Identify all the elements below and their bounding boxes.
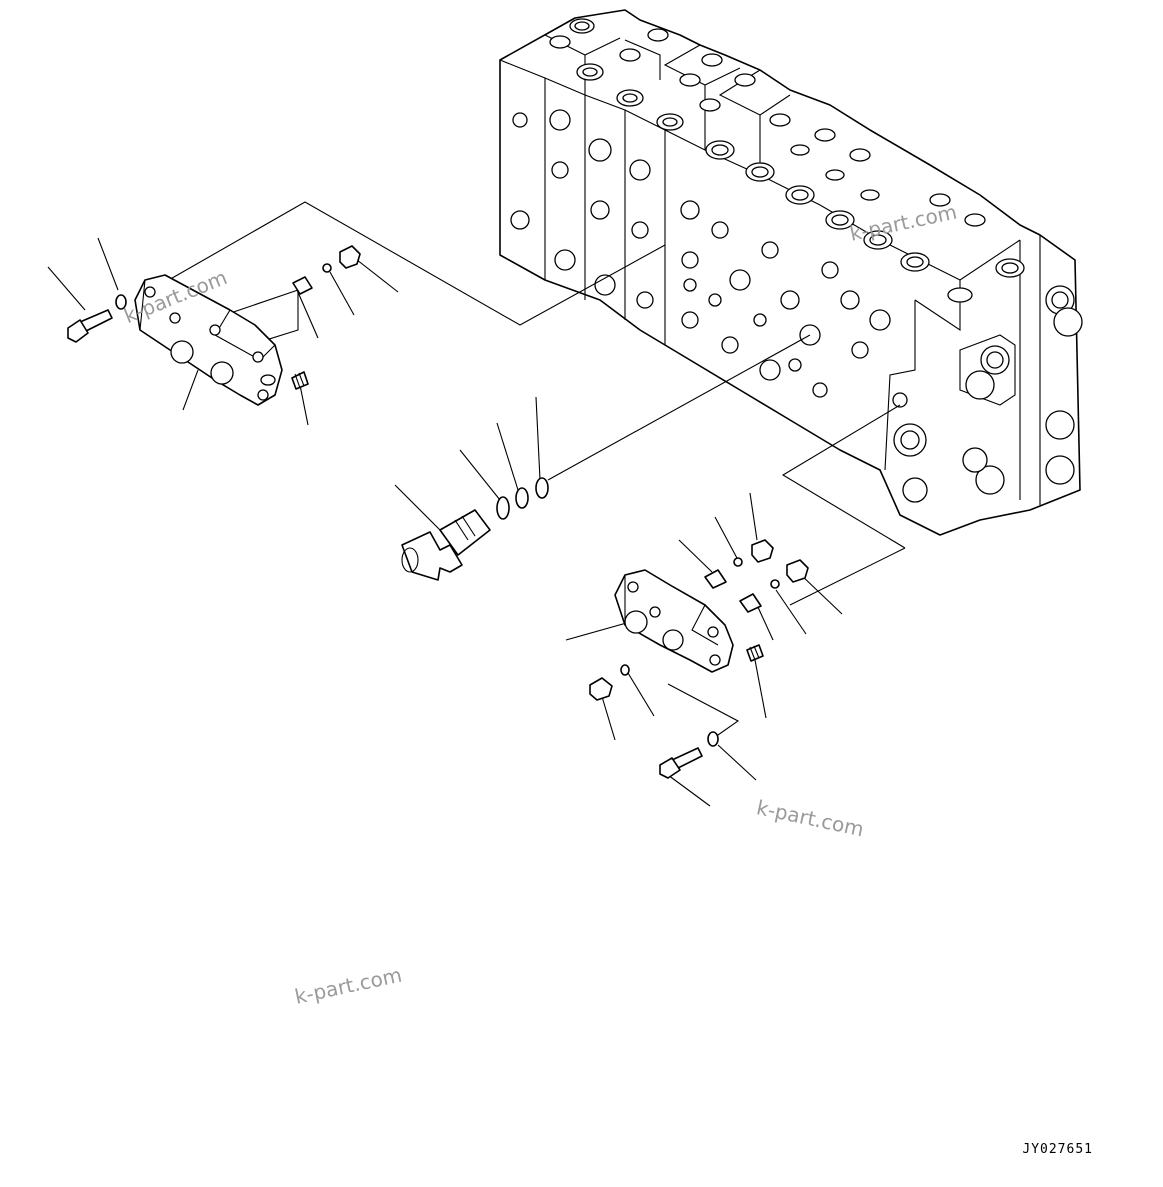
drawing-code: JY027651 xyxy=(1022,1142,1093,1157)
backup-ring xyxy=(515,487,529,509)
plug-lower-3 xyxy=(589,677,613,701)
check-valve-cartridge xyxy=(401,509,491,581)
cover-upper xyxy=(134,274,283,406)
o-ring-2 xyxy=(535,477,549,499)
plug-lower-2 xyxy=(786,559,809,583)
washer-lower xyxy=(707,731,719,747)
orifice-lower-2 xyxy=(739,593,762,613)
bolt-lower xyxy=(659,747,703,779)
o-ring-small-lower-2 xyxy=(770,579,780,589)
o-ring-small-lower-1 xyxy=(733,557,743,567)
cover-lower xyxy=(614,569,734,673)
washer-upper xyxy=(115,294,127,310)
o-ring-small-upper xyxy=(322,263,332,273)
plug-upper xyxy=(339,245,361,269)
orifice-lower-1 xyxy=(704,569,727,589)
o-ring-1 xyxy=(496,496,510,520)
spring-upper xyxy=(291,371,309,390)
spring-lower xyxy=(746,644,764,662)
bolt-upper xyxy=(67,309,113,343)
main-valve-block xyxy=(499,9,1083,536)
leader-lines xyxy=(47,201,906,807)
orifice-upper xyxy=(292,276,313,295)
plug-lower-1 xyxy=(751,539,774,563)
o-ring-lower-3 xyxy=(620,664,630,676)
